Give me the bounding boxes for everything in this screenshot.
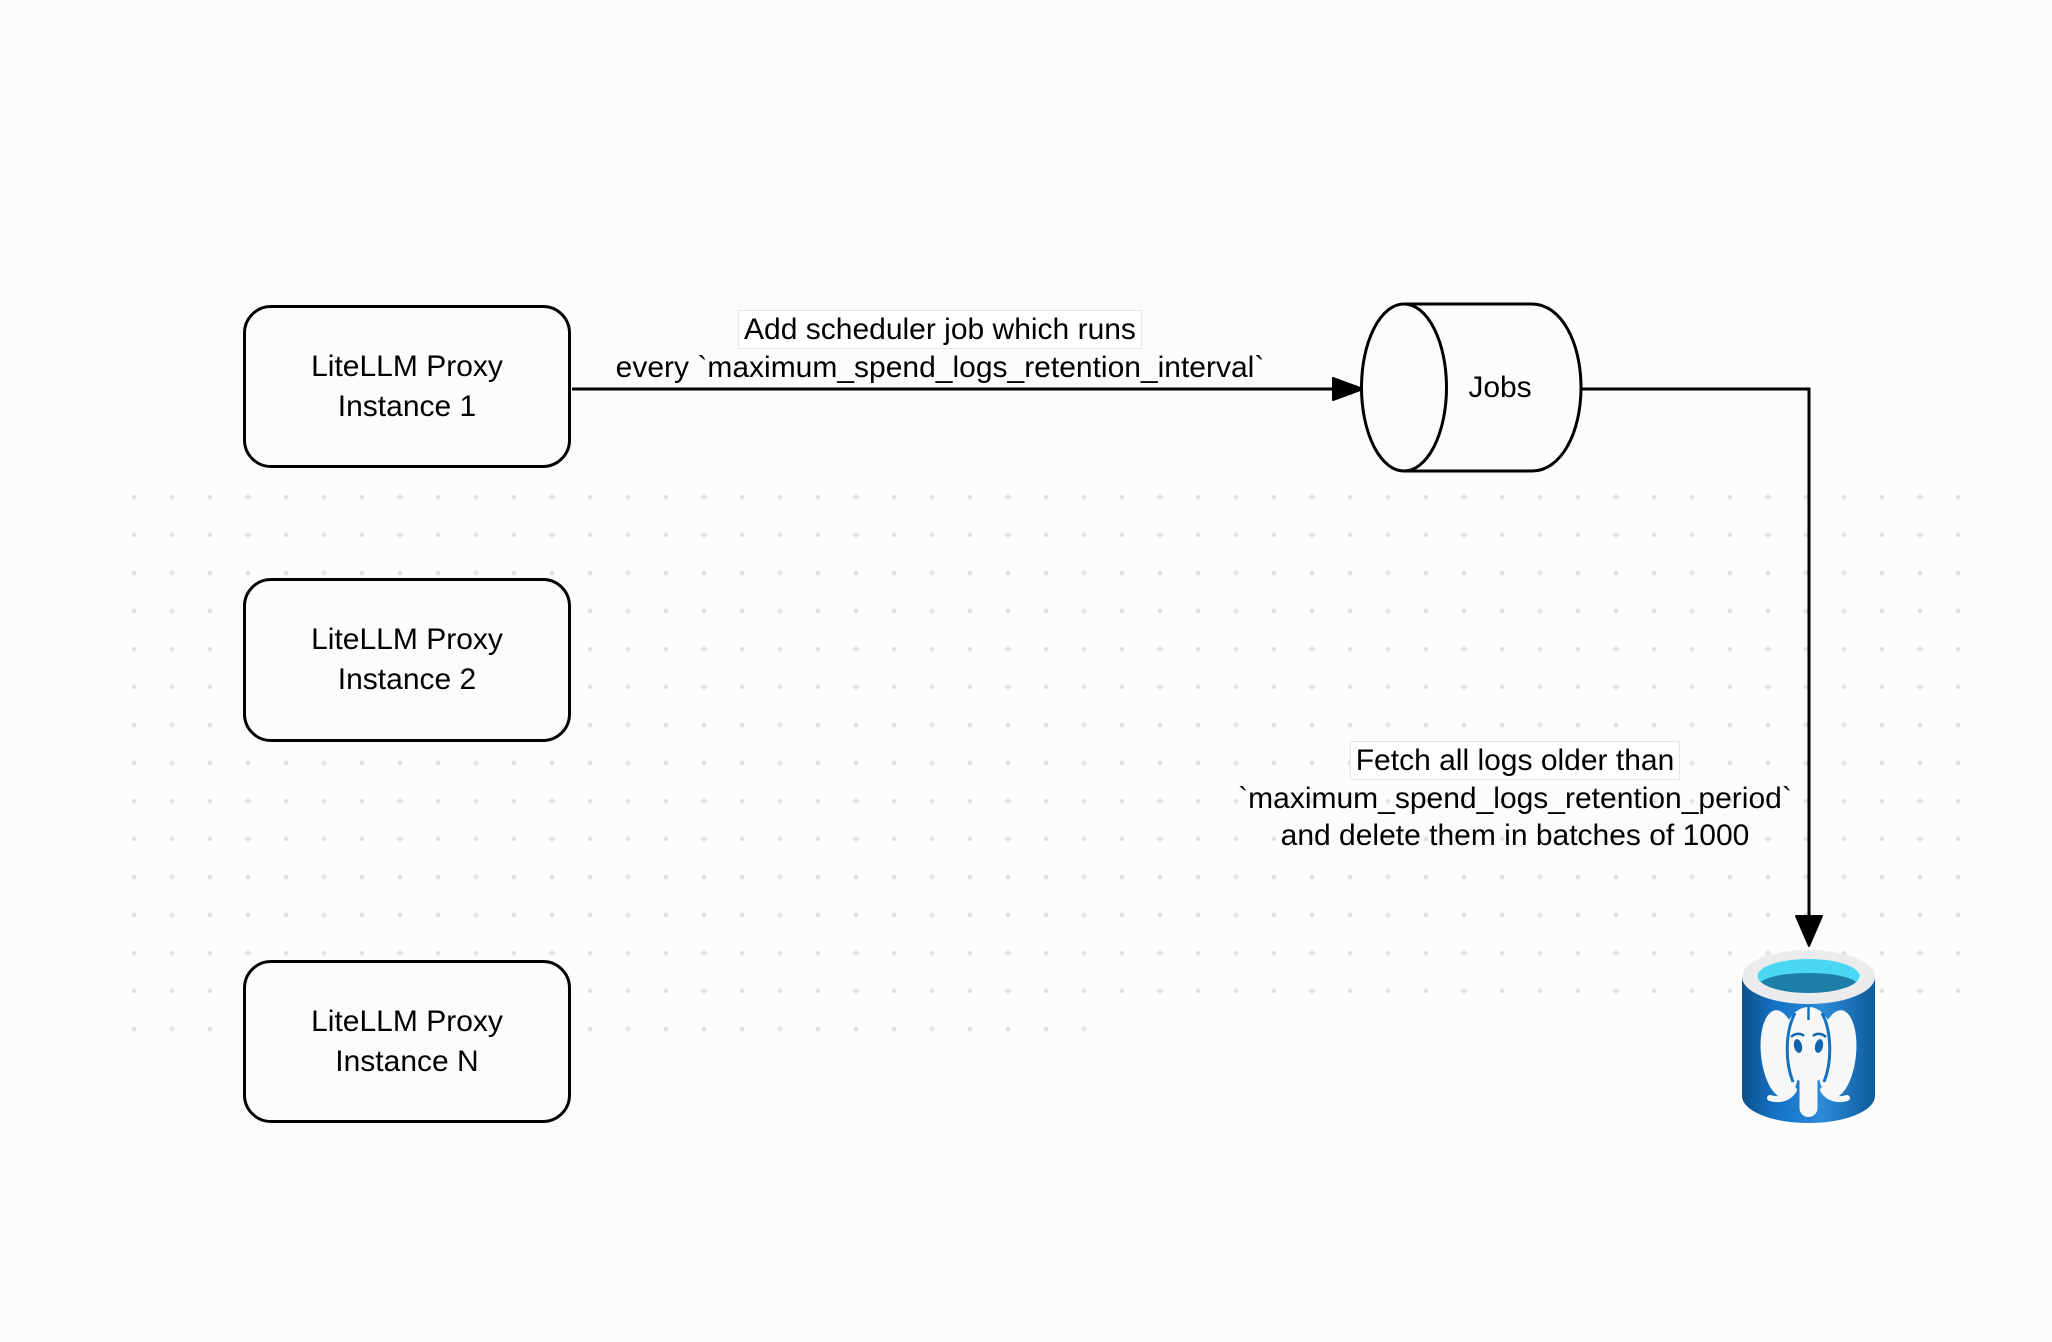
node-label-line: Instance 1	[337, 389, 477, 423]
node-litellm-proxy-instance-1: LiteLLM Proxy Instance 1	[243, 305, 571, 468]
node-label-line: LiteLLM Proxy	[311, 1004, 503, 1038]
edge-label-line: Fetch all logs older than	[1349, 741, 1681, 780]
edge-label-line: Add scheduler job which runs	[738, 310, 1142, 349]
edge-scheduler-job	[572, 377, 1364, 401]
postgresql-database-icon	[1742, 950, 1875, 1123]
edge-label-delete-logs: Fetch all logs older than `maximum_spend…	[1165, 741, 1865, 854]
edge-delete-logs	[1581, 387, 1823, 947]
node-label-line: Instance N	[335, 1044, 479, 1078]
edge-label-scheduler-job: Add scheduler job which runs every `maxi…	[540, 310, 1340, 386]
edge-label-line: and delete them in batches of 1000	[1280, 819, 1750, 852]
postgres-elephant-glyph	[1760, 1006, 1857, 1117]
edge-label-line: every `maximum_spend_logs_retention_inte…	[615, 351, 1265, 384]
node-litellm-proxy-instance-2: LiteLLM Proxy Instance 2	[243, 578, 571, 742]
edge-label-line: `maximum_spend_logs_retention_period`	[1238, 782, 1792, 815]
jobs-queue-shape	[1360, 302, 1583, 473]
node-label-line: LiteLLM Proxy	[311, 623, 503, 656]
node-label-line: Instance 2	[337, 663, 477, 696]
jobs-queue-label: Jobs	[1468, 371, 1532, 404]
node-label-line: LiteLLM Proxy	[311, 349, 503, 383]
node-litellm-proxy-instance-n: LiteLLM Proxy Instance N	[243, 960, 571, 1123]
